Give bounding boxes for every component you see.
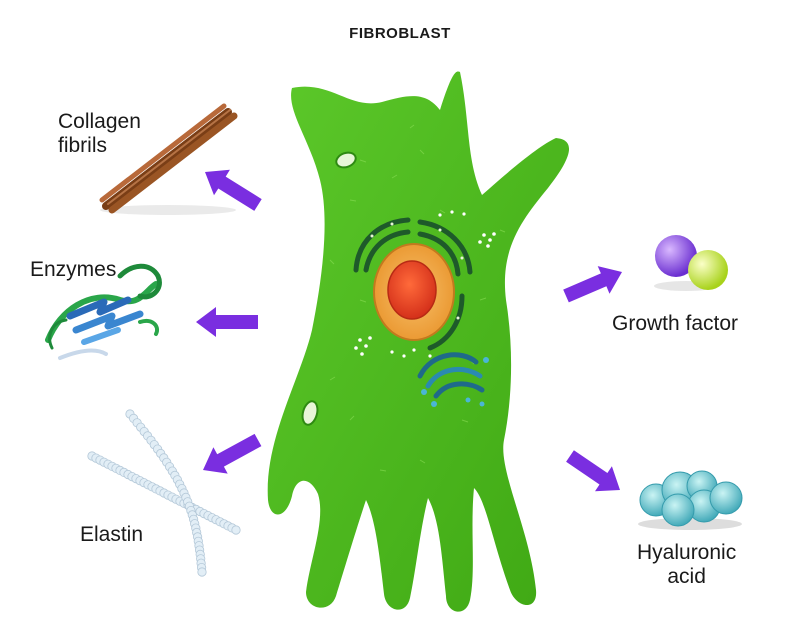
label-collagen-line1: Collagen bbox=[58, 110, 141, 133]
collagen-fibrils-icon bbox=[99, 103, 238, 215]
arrow-to-elastin bbox=[203, 433, 262, 474]
hyaluronic-acid-icon bbox=[638, 470, 743, 530]
label-collagen-fibrils: Collagen fibrils bbox=[58, 110, 141, 158]
arrow-to-enzymes bbox=[196, 307, 258, 337]
enzymes-icon bbox=[45, 263, 162, 360]
label-hyaluronic-acid: Hyaluronic acid bbox=[637, 541, 736, 589]
golgi-apparatus bbox=[417, 352, 485, 399]
label-elastin: Elastin bbox=[80, 523, 144, 546]
golgi-vesicles bbox=[421, 357, 489, 407]
elastin-icon bbox=[87, 409, 241, 577]
ribosome-dots bbox=[354, 210, 496, 358]
er-dots bbox=[370, 222, 464, 320]
label-growth-factor: Growth factor bbox=[612, 312, 739, 335]
fibroblast-cell bbox=[267, 71, 570, 612]
endoplasmic-reticulum bbox=[353, 217, 473, 351]
growth-factor-icon bbox=[654, 235, 728, 291]
vacuole bbox=[335, 151, 357, 169]
arrows bbox=[196, 169, 622, 492]
label-hyaluronic-line2: acid bbox=[667, 565, 706, 588]
arrow-to-growth-factor bbox=[563, 266, 622, 303]
label-enzymes: Enzymes bbox=[30, 258, 117, 281]
vacuole bbox=[301, 400, 319, 426]
nucleolus bbox=[387, 260, 437, 320]
label-collagen-line2: fibrils bbox=[58, 134, 108, 157]
diagram-title: FIBROBLAST bbox=[349, 25, 451, 42]
arrow-to-hyaluronic-acid bbox=[566, 450, 620, 492]
arrow-to-collagen bbox=[205, 169, 262, 211]
label-hyaluronic-line1: Hyaluronic bbox=[637, 541, 737, 564]
